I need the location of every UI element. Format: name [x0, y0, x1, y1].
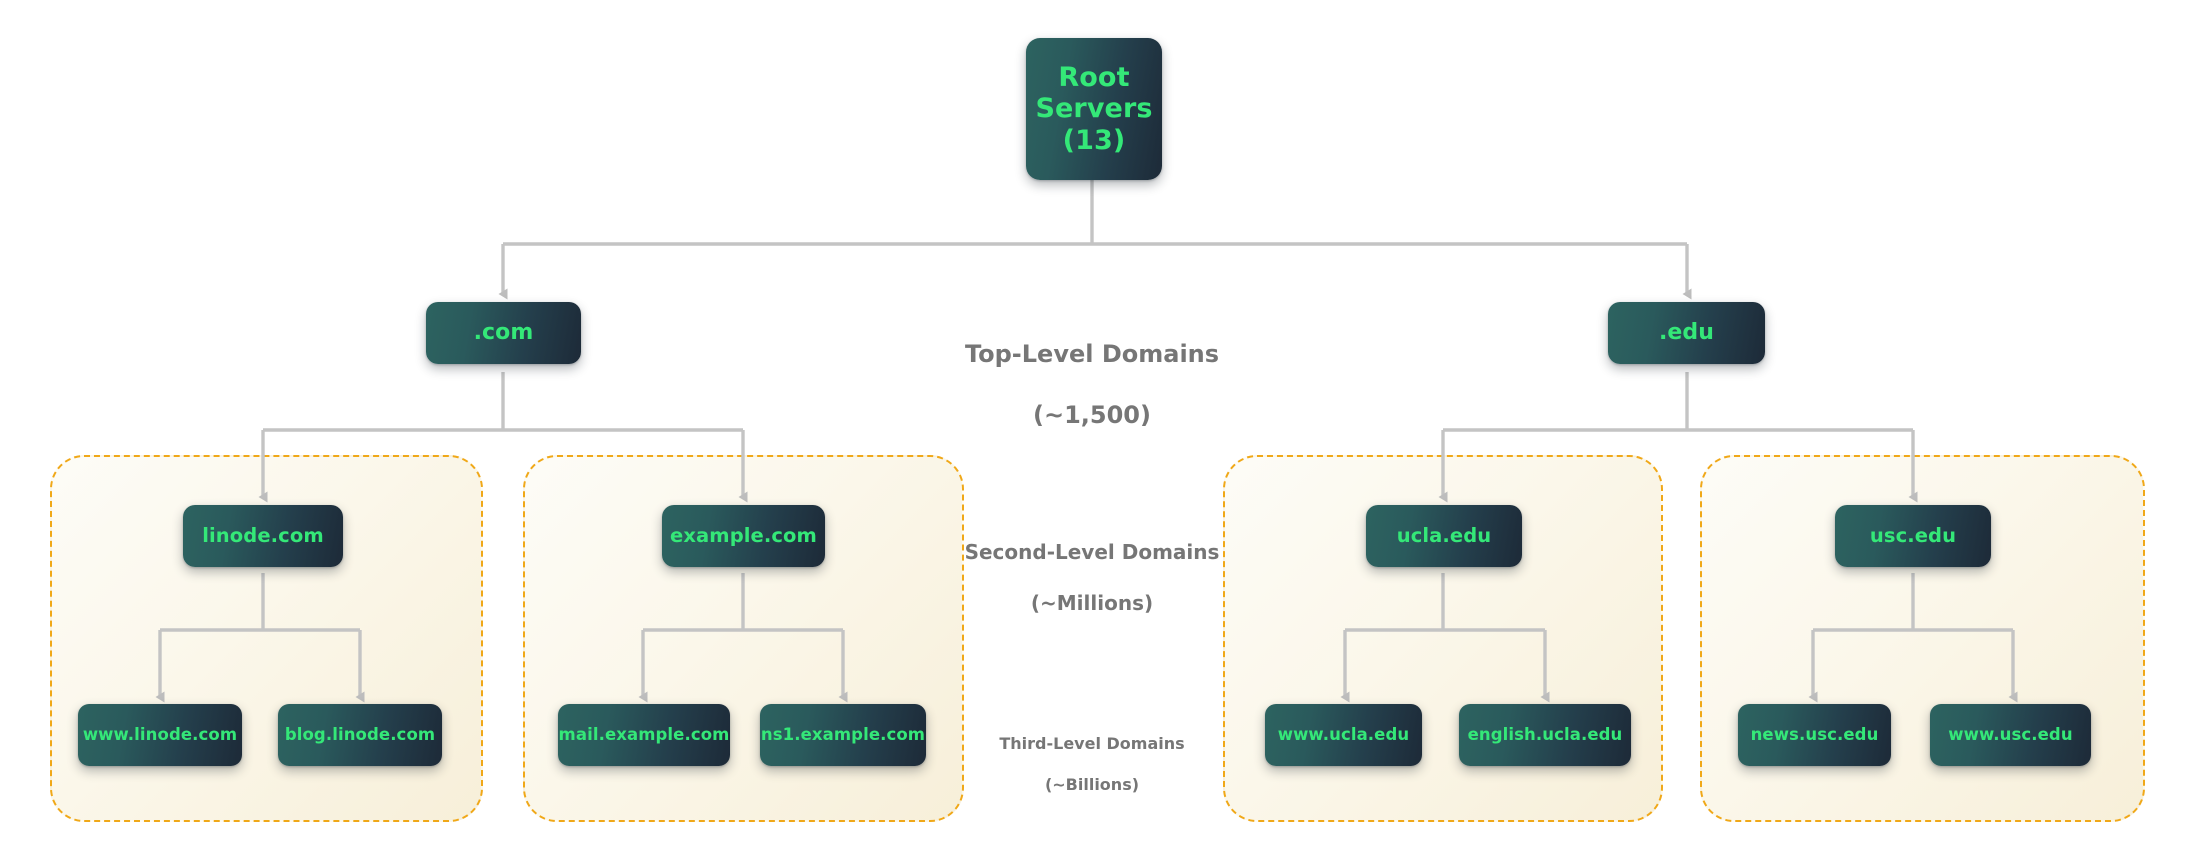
tier-label-top-level-domains-line1: Top-Level Domains — [964, 339, 1220, 368]
node-third-mail-example-com[interactable]: mail.example.com — [558, 704, 730, 766]
node-third-www-ucla-edu[interactable]: www.ucla.edu — [1265, 704, 1422, 766]
node-third-www-linode-com[interactable]: www.linode.com — [78, 704, 242, 766]
tier-label-second-level-domains: Second-Level Domains (~Millions) — [962, 514, 1222, 642]
tier-label-second-level-domains-line2: (~Millions) — [1030, 590, 1154, 615]
node-sld-ucla-edu[interactable]: ucla.edu — [1366, 505, 1522, 567]
node-tld-edu[interactable]: .edu — [1608, 302, 1765, 364]
tier-label-second-level-domains-line1: Second-Level Domains — [964, 539, 1220, 564]
node-tld-com[interactable]: .com — [426, 302, 581, 364]
tier-label-top-level-domains-line2: (~1,500) — [1033, 401, 1151, 430]
node-third-english-ucla-edu[interactable]: english.ucla.edu — [1459, 704, 1631, 766]
node-sld-example-com[interactable]: example.com — [662, 505, 825, 567]
node-third-ns1-example-com[interactable]: ns1.example.com — [760, 704, 926, 766]
node-root-servers[interactable]: Root Servers (13) — [1026, 38, 1162, 180]
tier-label-third-level-domains: Third-Level Domains (~Billions) — [982, 714, 1202, 816]
node-sld-usc-edu[interactable]: usc.edu — [1835, 505, 1991, 567]
node-sld-linode-com[interactable]: linode.com — [183, 505, 343, 567]
tier-label-third-level-domains-line2: (~Billions) — [1044, 775, 1140, 795]
node-third-news-usc-edu[interactable]: news.usc.edu — [1738, 704, 1891, 766]
node-third-www-usc-edu[interactable]: www.usc.edu — [1930, 704, 2091, 766]
tier-label-top-level-domains: Top-Level Domains (~1,500) — [872, 308, 1312, 462]
node-third-blog-linode-com[interactable]: blog.linode.com — [278, 704, 442, 766]
tier-label-third-level-domains-line1: Third-Level Domains — [999, 734, 1185, 754]
